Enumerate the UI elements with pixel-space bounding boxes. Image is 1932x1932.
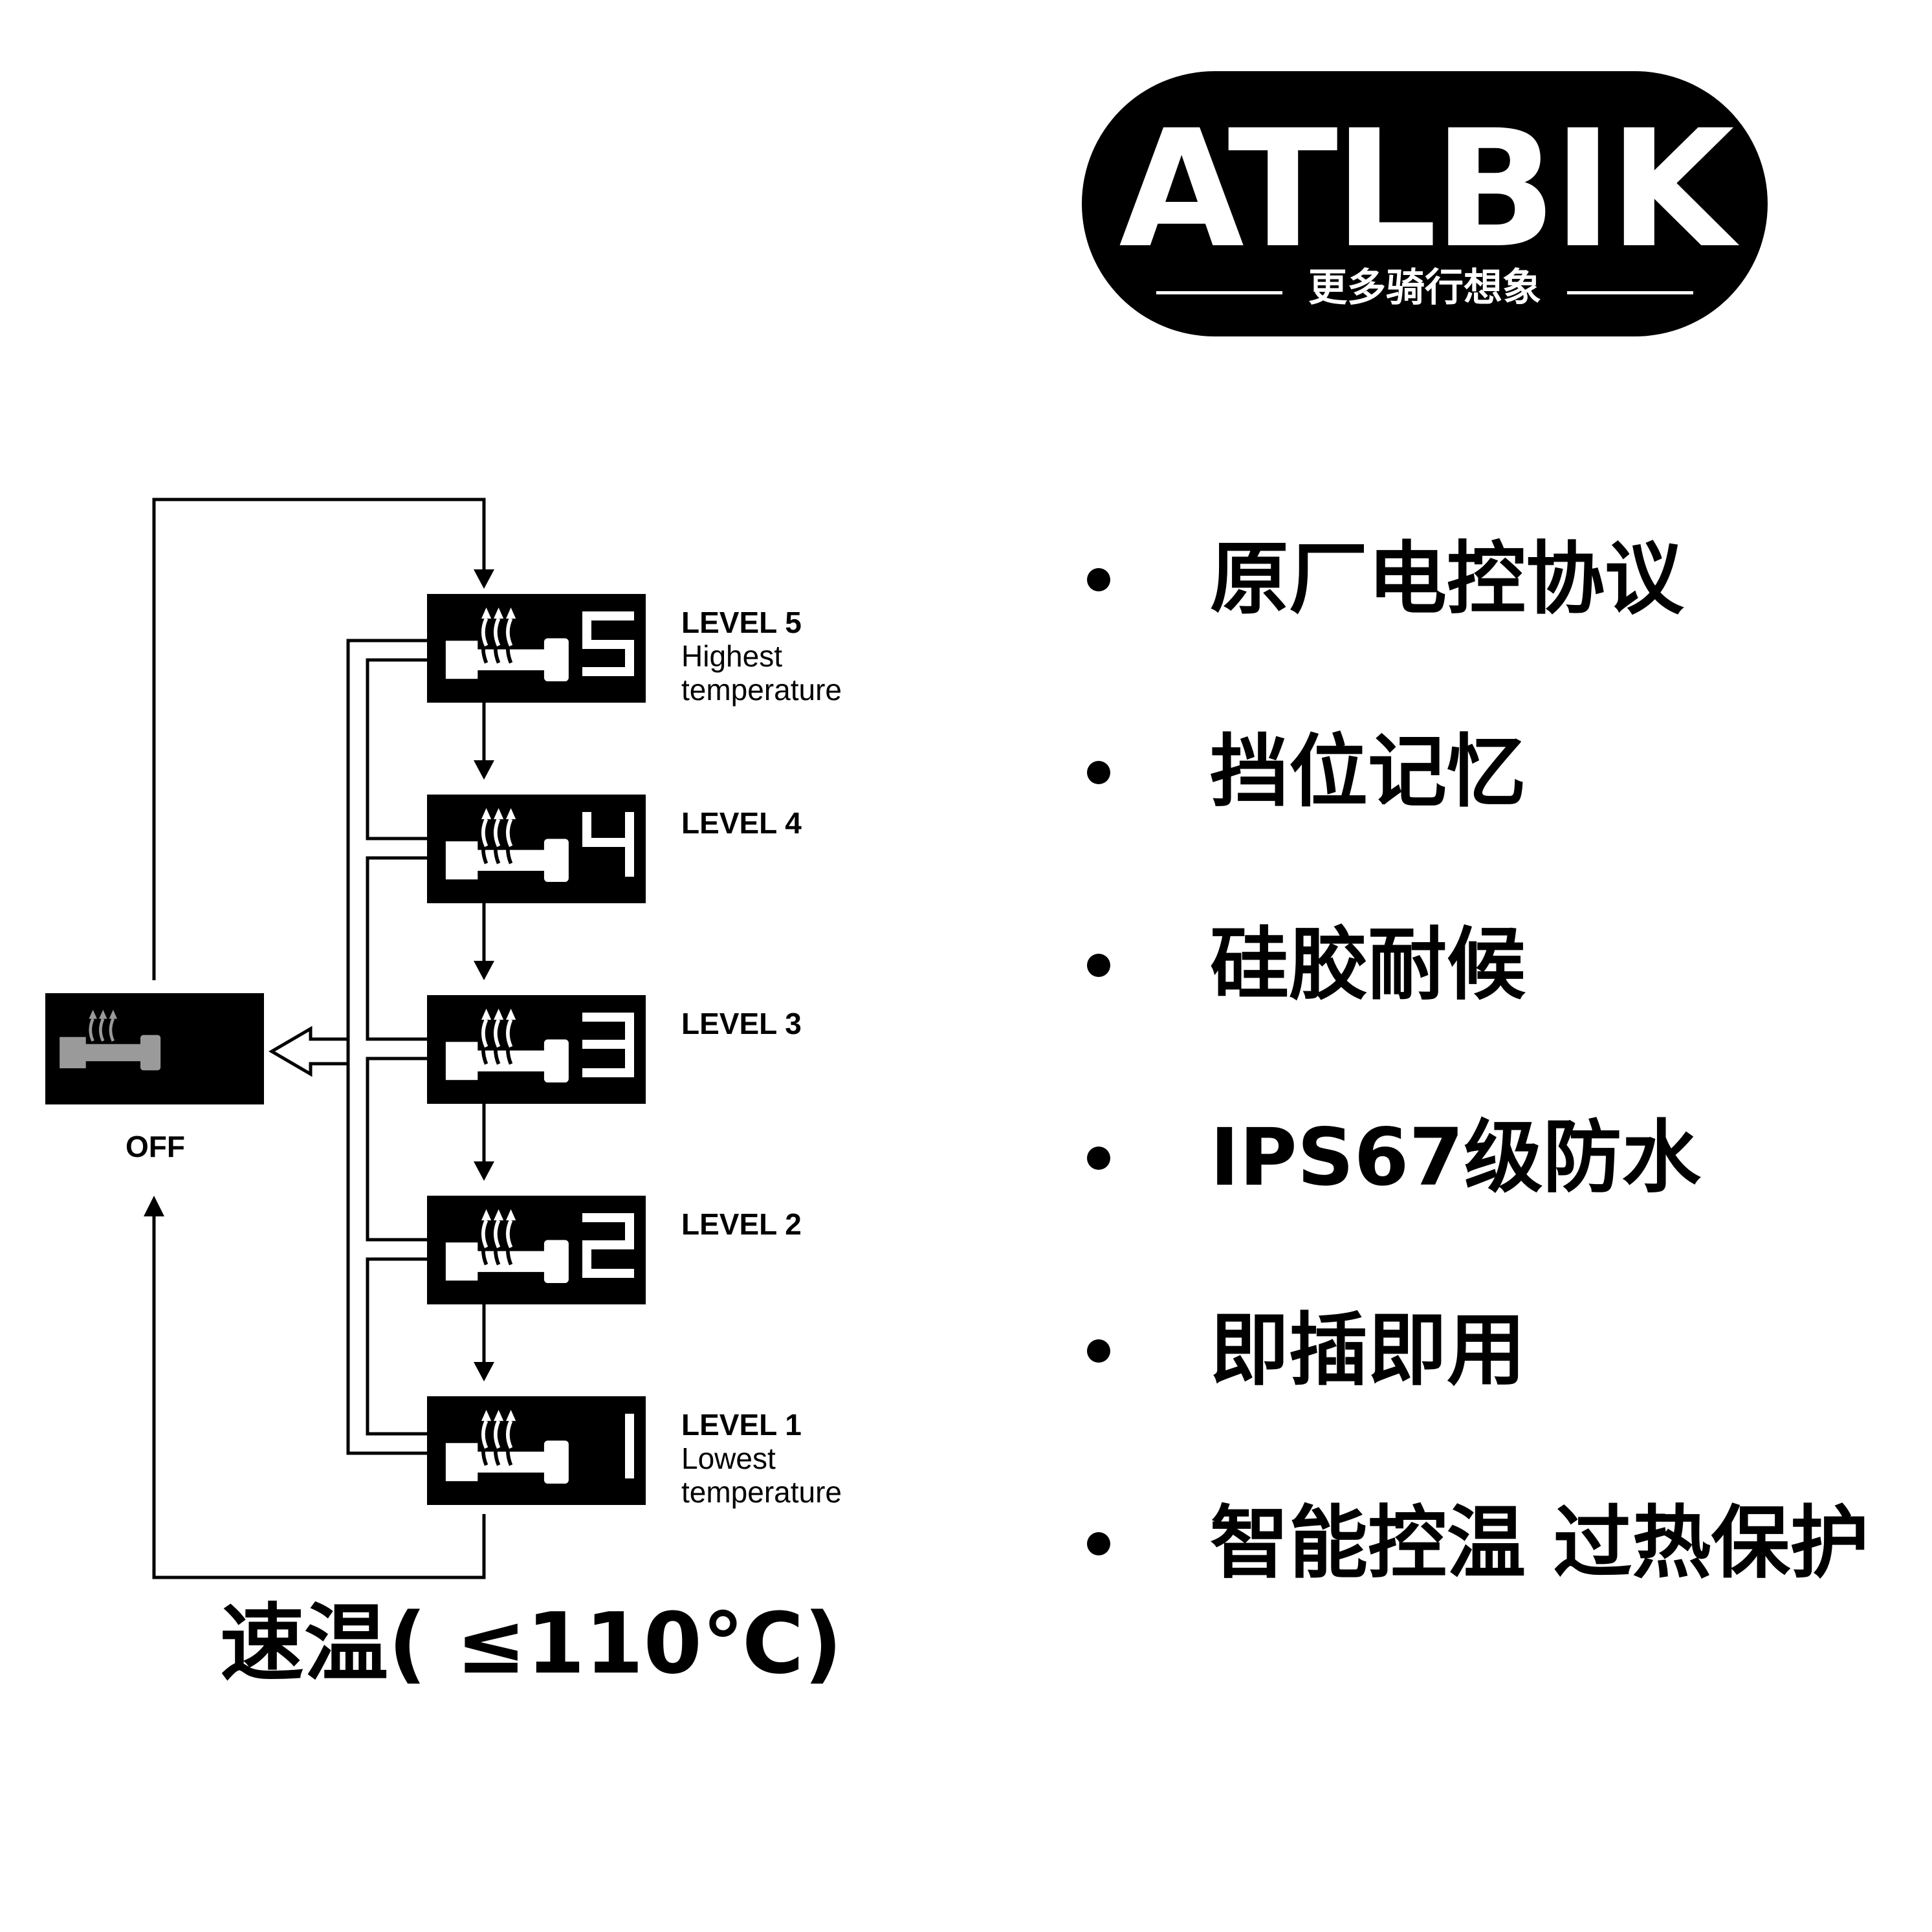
brand-slogan: 更多骑行想象 <box>1308 265 1541 311</box>
bullet-icon <box>1087 954 1110 977</box>
bullet-icon <box>1087 761 1110 784</box>
level-1-display <box>427 1396 646 1505</box>
bullet-icon <box>1087 568 1110 591</box>
level-3-display <box>427 995 646 1104</box>
level-5-label: LEVEL 5 Highest temperature <box>681 606 842 707</box>
bullet-icon <box>1087 1532 1110 1555</box>
slogan-line-left <box>1156 291 1282 294</box>
slogan-line-right <box>1567 291 1693 294</box>
level-5-display <box>427 594 646 703</box>
off-label: OFF <box>126 1130 185 1163</box>
level-3-label: LEVEL 3 <box>681 1007 802 1040</box>
bullet-icon <box>1087 1339 1110 1363</box>
level-2-label: LEVEL 2 <box>681 1207 802 1241</box>
level-1-label: LEVEL 1 Lowest temperature <box>681 1408 842 1509</box>
level-4-display <box>427 795 646 903</box>
brand-logo: ATLBIK 更多骑行想象 <box>1082 71 1768 336</box>
level-4-label: LEVEL 4 <box>681 806 802 840</box>
level-2-display <box>427 1196 646 1304</box>
heat-level-diagram <box>45 498 646 1579</box>
bullet-icon <box>1087 1147 1110 1170</box>
diagram-caption: 速温( ≤110℃) <box>220 1594 842 1693</box>
brand-name: ATLBIK <box>1119 95 1734 283</box>
